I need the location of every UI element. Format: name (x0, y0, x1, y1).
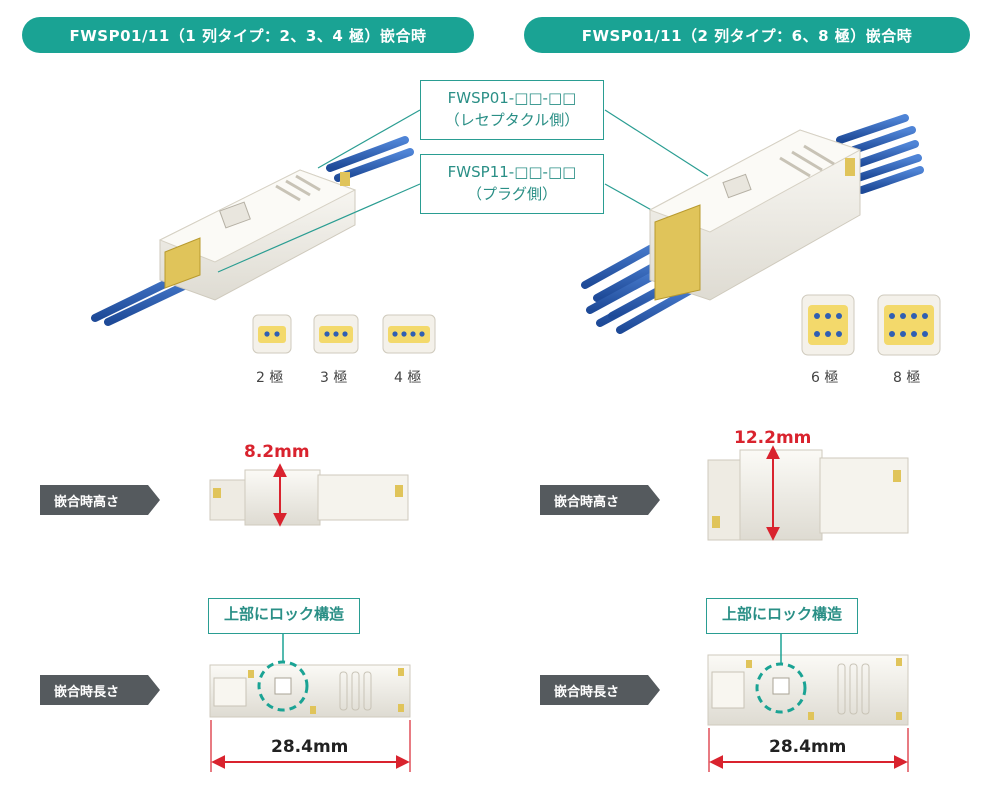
length-label-left: 嵌合時長さ (40, 675, 148, 705)
length-value-left: 28.4mm (271, 737, 349, 757)
length-value-right: 28.4mm (769, 737, 847, 757)
left-title: FWSP01/11（1 列タイプ：2、3、4 極）嵌合時 (69, 26, 427, 45)
height-value-right: 12.2mm (734, 428, 812, 448)
single-row-connector-3d (91, 136, 414, 326)
pin-face-8 (877, 294, 941, 356)
height-label-right: 嵌合時高さ (540, 485, 648, 515)
plug-side-label: （プラグ側） (466, 185, 557, 203)
pin-label-2: 2 極 (256, 370, 284, 386)
length-view-single (160, 632, 460, 772)
pin-face-2 (252, 314, 292, 354)
length-label-right: 嵌合時長さ (540, 675, 648, 705)
receptacle-part-number: FWSP01-□□-□□ (447, 89, 577, 107)
pin-label-4: 4 極 (394, 370, 422, 386)
pin-face-4 (382, 314, 436, 354)
right-title: FWSP01/11（2 列タイプ：6、8 極）嵌合時 (581, 26, 913, 45)
length-view-double (658, 632, 958, 772)
plug-part-number: FWSP11-□□-□□ (447, 163, 577, 181)
left-title-pill: FWSP01/11（1 列タイプ：2、3、4 極）嵌合時 (22, 17, 474, 53)
lock-note-left: 上部にロック構造 (208, 598, 360, 634)
height-value-left: 8.2mm (244, 442, 310, 462)
height-view-double (658, 445, 958, 541)
double-row-connector-3d (581, 114, 924, 334)
plug-callout: FWSP11-□□-□□ （プラグ側） (420, 154, 604, 214)
pin-label-6: 6 極 (811, 370, 839, 386)
lock-note-right: 上部にロック構造 (706, 598, 858, 634)
pin-label-8: 8 極 (893, 370, 921, 386)
pin-label-3: 3 極 (320, 370, 348, 386)
height-view-single (160, 463, 458, 527)
receptacle-side-label: （レセプタクル側） (444, 111, 580, 129)
pin-face-6 (801, 294, 855, 356)
height-label-left: 嵌合時高さ (40, 485, 148, 515)
right-title-pill: FWSP01/11（2 列タイプ：6、8 極）嵌合時 (524, 17, 970, 53)
receptacle-callout: FWSP01-□□-□□ （レセプタクル側） (420, 80, 604, 140)
pin-face-3 (313, 314, 359, 354)
